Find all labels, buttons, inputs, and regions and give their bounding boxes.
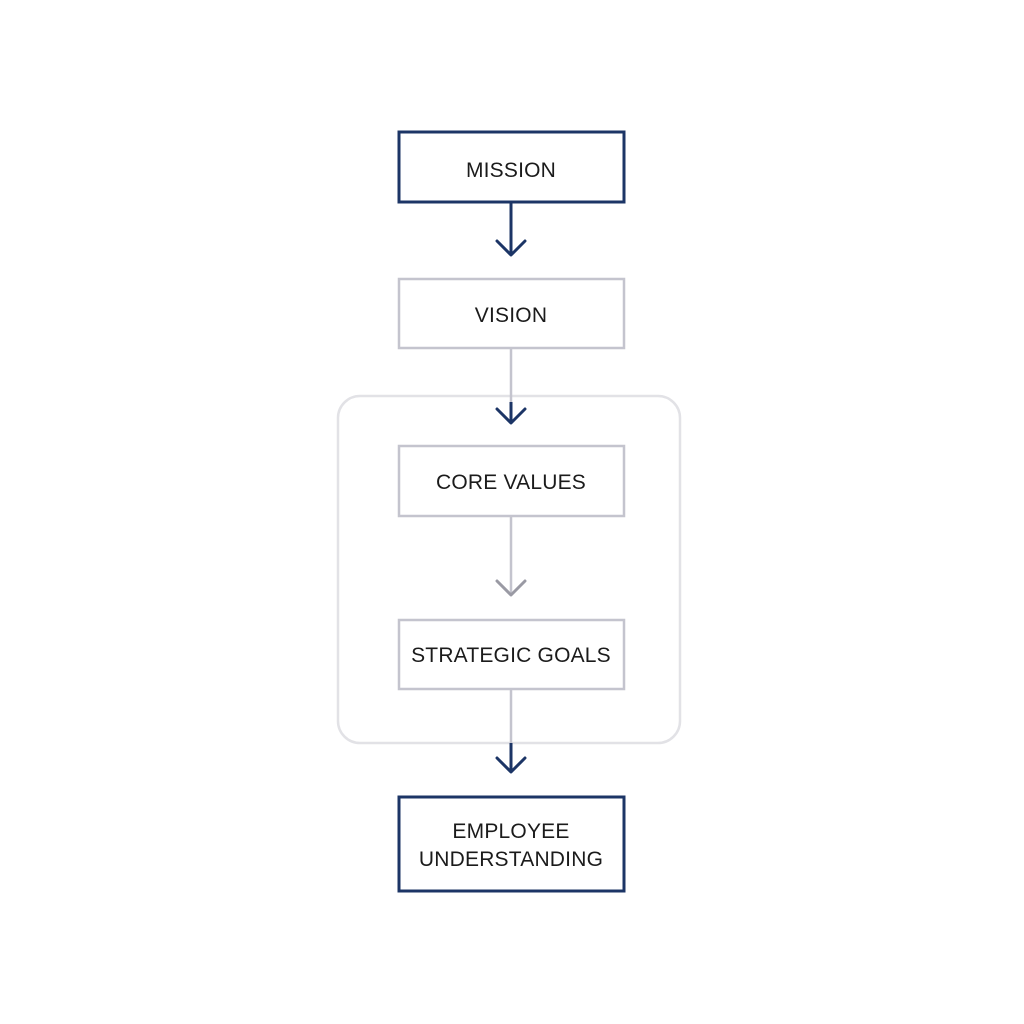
connectors (495, 202, 527, 774)
node-core-values: CORE VALUES (397, 444, 626, 518)
node-core-values-label: CORE VALUES (436, 471, 586, 494)
arrow-core-values-to-strategic-goals (495, 516, 527, 597)
node-mission-label: MISSION (466, 159, 556, 182)
node-vision: VISION (397, 277, 626, 350)
node-strategic-goals-box (397, 618, 626, 691)
node-employee-understanding-label-line-2: UNDERSTANDING (419, 848, 603, 871)
arrow-strategic-goals-to-employee-understanding (495, 689, 527, 774)
node-strategic-goals: STRATEGIC GOALS (397, 618, 626, 691)
node-vision-label: VISION (475, 304, 547, 327)
node-strategic-goals-label: STRATEGIC GOALS (411, 644, 611, 667)
group-container (336, 394, 682, 745)
node-employee-understanding-box (397, 795, 626, 893)
node-vision-box (397, 277, 626, 350)
node-employee-understanding: EMPLOYEE UNDERSTANDING (397, 795, 626, 893)
node-employee-understanding-label-line-1: EMPLOYEE (452, 820, 569, 843)
arrow-mission-to-vision (495, 202, 527, 257)
node-mission: MISSION (397, 130, 626, 204)
node-mission-box (397, 130, 626, 204)
arrow-vision-to-core-values (495, 348, 527, 425)
node-core-values-box (397, 444, 626, 518)
